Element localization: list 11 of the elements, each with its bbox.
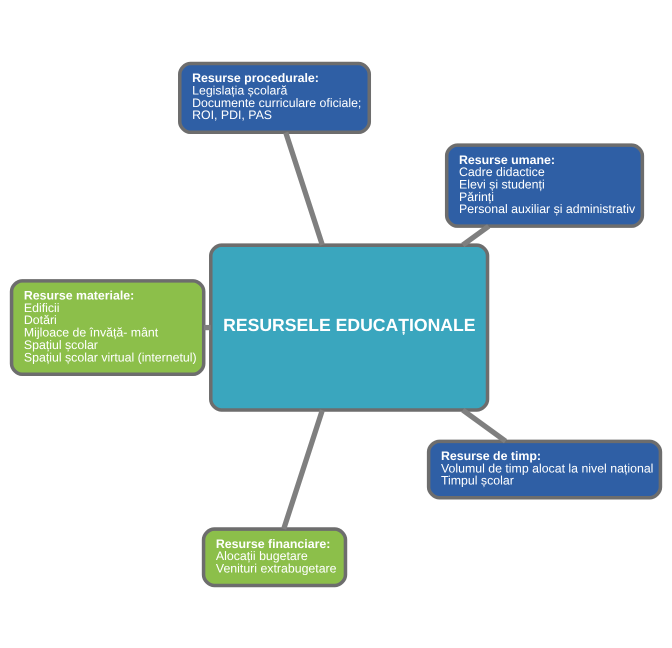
connector: [461, 224, 490, 247]
connector: [283, 131, 325, 246]
node-box: Resurse financiare: Alocații bugetare Venituri extrabugetare: [202, 526, 348, 587]
connector: [204, 324, 211, 330]
node-box: Resurse de timp: Volumul de timp alocat la nivel național Timpul școlar: [426, 439, 662, 499]
node-box: Resurse umane: Cadre didactice Elevi și studenți Părinți Personal auxiliar și administrativ: [444, 142, 644, 228]
node-box: Resurse materiale: Edificii Dotări Mijloace de învăță- mânt Spațiul școlar Spațiul școlar virtual (internetul): [10, 278, 206, 376]
node-box: RESURSELE EDUCAȚIONALE: [209, 242, 490, 412]
connector: [281, 408, 325, 530]
connector: [461, 408, 508, 443]
node-box: Resurse procedurale: Legislația școlară Documente curriculare oficiale; ROI, PDI, PAS: [178, 61, 372, 134]
